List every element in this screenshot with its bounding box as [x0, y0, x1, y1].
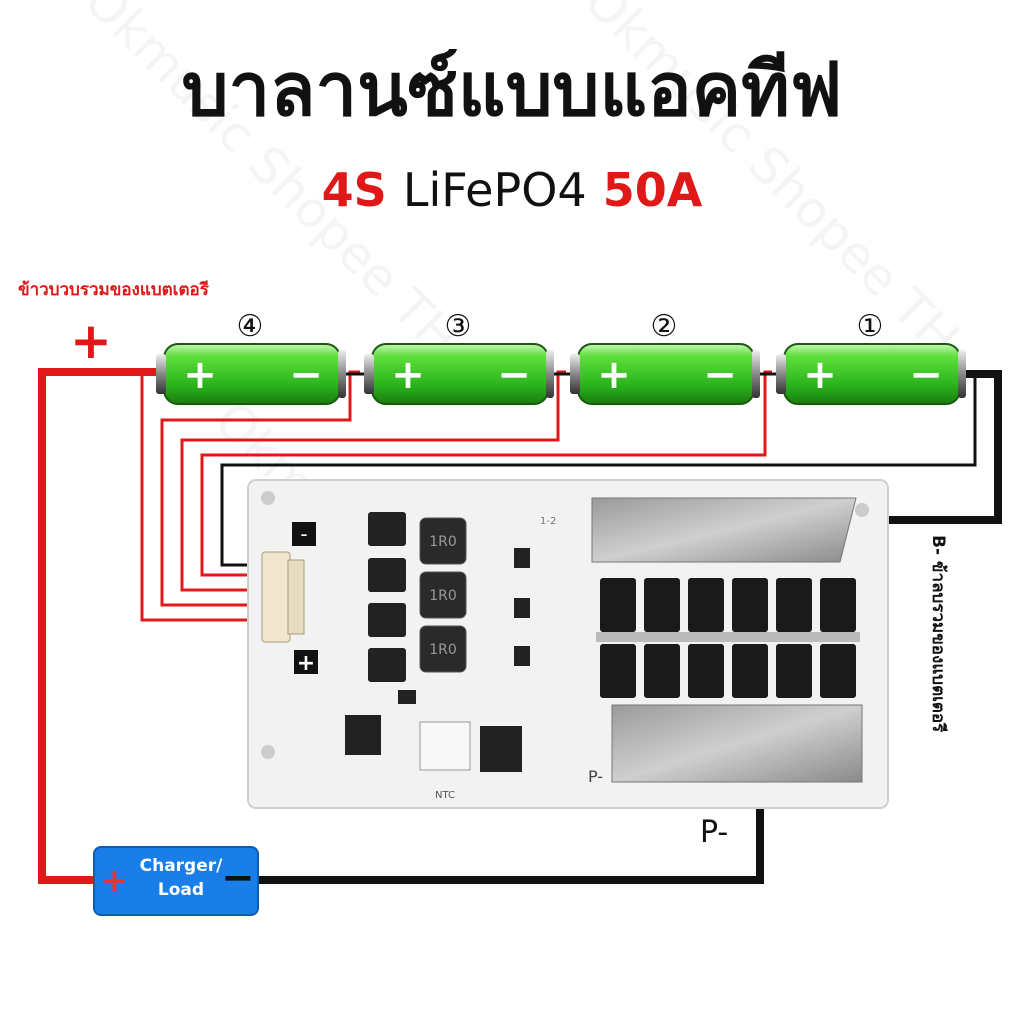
charger-label-line2: Load [157, 880, 205, 900]
battery-cell [156, 343, 346, 405]
b-minus-wire [800, 370, 1002, 524]
battery-cell [776, 343, 966, 405]
cell-number: ④ [237, 309, 264, 344]
cell-number: ① [857, 309, 884, 344]
page-title: บาลานซ์แบบแอคทีฟ [181, 47, 843, 133]
current-rating: 50A [602, 163, 703, 217]
cell-count: 4S [321, 163, 387, 217]
cell-plus-sign: + [183, 352, 217, 398]
cell-minus-sign: − [703, 352, 737, 398]
cell-minus-sign: − [289, 352, 323, 398]
cell-number: ② [651, 309, 678, 344]
cell-minus-sign: − [497, 352, 531, 398]
p-minus-label: P- [700, 815, 729, 850]
b-minus-label: B- ข้าลบรวมของแบตเตอรี [918, 535, 958, 785]
board-silkscreen: 1-2 [540, 516, 556, 527]
battery-cell [364, 343, 554, 405]
balance-wires [140, 370, 772, 622]
board-p-minus-label: P- [588, 767, 603, 786]
cell-plus-sign: + [391, 352, 425, 398]
cell-minus-sign: − [909, 352, 943, 398]
charger-label: Charger/ Load [133, 854, 229, 902]
inductor-marking: 1R0 [429, 642, 457, 658]
charger-minus-sign: − [221, 855, 255, 901]
positive-sign: + [70, 312, 112, 370]
charger-load-box: + Charger/ Load − [93, 846, 259, 916]
board-plus-mark: + [297, 651, 315, 676]
chemistry: LiFePO4 [402, 163, 587, 217]
battery-cell [570, 343, 760, 405]
ntc-label: NTC [435, 790, 455, 801]
positive-main-wire [38, 368, 160, 884]
cell-plus-sign: + [597, 352, 631, 398]
cell-number: ③ [445, 309, 472, 344]
charger-plus-sign: + [101, 861, 128, 899]
subtitle: 4S LiFePO4 50A [0, 160, 1024, 220]
inductor-marking: 1R0 [429, 588, 457, 604]
cell-plus-sign: + [803, 352, 837, 398]
board-minus-mark: - [300, 522, 307, 546]
battery-positive-label: ข้าวบวบรวมของแบตเตอรี [18, 280, 209, 300]
inductor-marking: 1R0 [429, 534, 457, 550]
b-minus-text: B- ข้าลบรวมของแบตเตอรี [928, 535, 948, 733]
charger-label-line1: Charger/ [139, 856, 223, 876]
bms-board: 1R0 1R0 1R0 1-2 NTC P- - + [247, 479, 889, 809]
